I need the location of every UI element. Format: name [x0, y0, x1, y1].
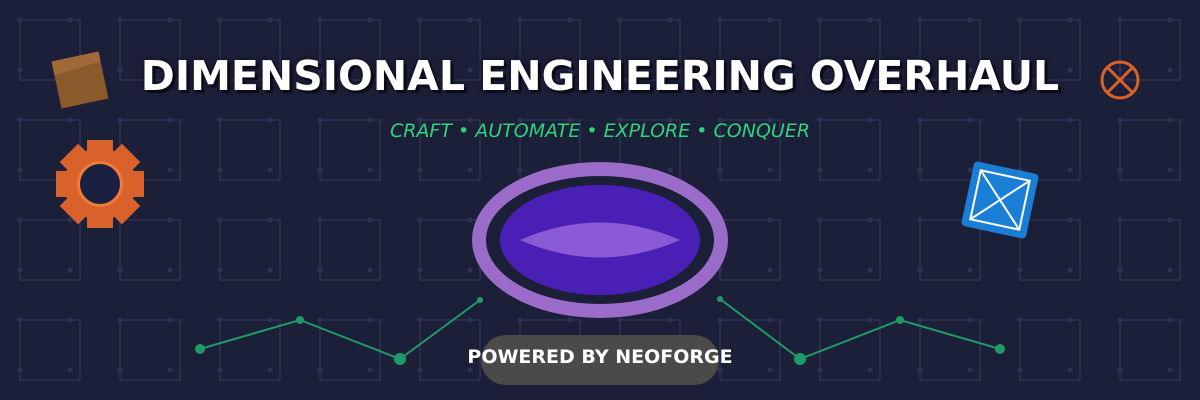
banner-subtitle: CRAFT • AUTOMATE • EXPLORE • CONQUER [389, 120, 811, 142]
crate-icon [51, 51, 109, 109]
powered-by-badge [481, 335, 719, 385]
circuit-line-right [717, 296, 1005, 365]
gear-icon [56, 140, 144, 228]
powered-by-badge-text: POWERED BY NEOFORGE [467, 346, 733, 368]
portal-icon [472, 162, 728, 318]
grid-pattern [0, 17, 1200, 381]
banner-title: DIMENSIONAL ENGINEERING OVERHAUL [140, 52, 1060, 100]
compass-icon [1100, 60, 1140, 100]
circuit-line-left [195, 297, 483, 365]
crystal-block-icon [961, 161, 1039, 239]
